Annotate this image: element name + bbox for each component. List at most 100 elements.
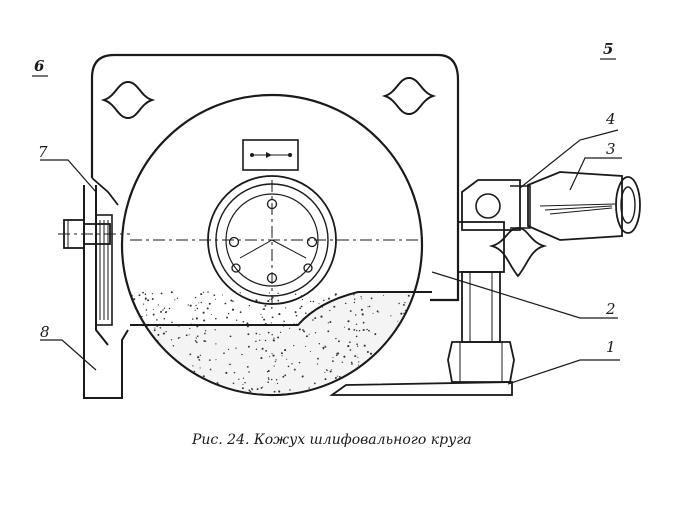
guard-lower-edge	[130, 291, 432, 326]
stipple-dot	[148, 372, 151, 374]
stipple-dot	[347, 328, 351, 331]
stipple-dot	[282, 375, 285, 378]
stipple-dot	[335, 337, 337, 340]
stipple-dot	[408, 371, 411, 375]
stipple-dot	[154, 345, 157, 347]
stipple-dot	[164, 311, 167, 314]
stipple-dot	[205, 393, 208, 394]
stipple-dot	[157, 333, 160, 336]
stipple-dot	[260, 313, 262, 315]
stipple-dot	[277, 299, 280, 302]
stipple-dot	[302, 329, 304, 331]
stipple-dot	[420, 300, 421, 303]
stipple-dot	[179, 336, 181, 338]
stipple-dot	[407, 361, 410, 364]
stipple-dot	[318, 303, 320, 305]
stipple-dot	[162, 309, 164, 311]
stipple-dot	[244, 381, 246, 384]
stipple-dot	[203, 319, 206, 322]
stipple-dot	[263, 308, 266, 310]
stipple-dot	[388, 351, 391, 354]
stipple-dot	[375, 356, 378, 359]
stipple-dot	[239, 311, 242, 314]
stipple-dot	[173, 365, 176, 367]
stipple-dot	[163, 317, 166, 320]
stipple-dot	[425, 344, 427, 346]
stipple-dot	[200, 387, 203, 390]
figure-caption: Рис. 24. Кожух шлифовального круга	[191, 432, 472, 448]
stipple-dot	[281, 355, 283, 357]
stipple-dot	[426, 361, 428, 363]
clover-boss-right	[381, 76, 437, 116]
stipple-dot	[124, 378, 127, 381]
stipple-dot	[289, 327, 291, 329]
stipple-dot	[189, 353, 192, 356]
stipple-dot	[329, 309, 331, 312]
tightening-handle	[527, 171, 641, 241]
stipple-dot	[354, 314, 357, 316]
stipple-dot	[325, 368, 327, 371]
stipple-dot	[322, 346, 325, 349]
stipple-dot	[405, 397, 406, 398]
stipple-dot	[356, 329, 358, 332]
stipple-dot	[269, 356, 271, 358]
stipple-dot	[393, 343, 395, 345]
stipple-dot	[270, 307, 273, 309]
adjusting-column	[447, 221, 515, 383]
stipple-dot	[255, 332, 258, 335]
stipple-dot	[295, 314, 298, 317]
side-cover-section	[83, 185, 129, 399]
stipple-dot	[300, 305, 303, 308]
stipple-dot	[189, 327, 191, 330]
stipple-dot	[324, 345, 326, 347]
stipple-dot	[171, 378, 174, 381]
stipple-dot	[374, 333, 377, 336]
stipple-dot	[135, 388, 137, 390]
stipple-dot	[289, 389, 291, 391]
stipple-dot	[417, 339, 419, 342]
stipple-dot	[309, 350, 311, 352]
tool-rest	[329, 381, 513, 396]
stipple-dot	[227, 399, 229, 401]
stipple-dot	[364, 369, 366, 371]
stipple-dot	[407, 294, 410, 297]
stipple-dot	[165, 330, 167, 333]
stipple-dot	[324, 387, 326, 389]
stipple-dot	[225, 371, 228, 374]
stipple-dot	[413, 324, 416, 327]
stipple-dot	[127, 314, 129, 317]
stipple-dot	[199, 367, 201, 369]
stipple-dot	[298, 361, 301, 364]
stipple-dot	[388, 363, 390, 365]
stipple-dot	[408, 364, 410, 366]
stipple-dot	[409, 318, 412, 321]
stipple-dot	[194, 309, 196, 311]
stipple-dot	[335, 354, 338, 357]
stipple-dot	[126, 400, 127, 401]
stipple-dot	[134, 394, 136, 396]
stipple-dot	[260, 387, 263, 389]
stipple-dot	[352, 390, 355, 393]
stipple-dot	[353, 298, 356, 301]
stipple-dot	[231, 308, 235, 311]
stipple-dot	[409, 398, 410, 399]
stipple-dot	[168, 357, 170, 360]
stipple-dot	[356, 343, 358, 346]
stipple-dot	[312, 300, 315, 303]
stipple-dot	[160, 310, 162, 313]
stipple-dot	[349, 349, 352, 351]
stipple-dot	[270, 378, 273, 381]
stipple-dot	[238, 378, 240, 380]
stipple-dot	[126, 307, 129, 310]
stipple-dot	[267, 300, 270, 303]
stipple-dot	[293, 368, 296, 371]
stipple-dot	[171, 321, 173, 324]
stipple-dot	[336, 375, 338, 377]
stipple-dot	[204, 330, 207, 332]
stipple-dot	[203, 340, 206, 342]
stipple-dot	[362, 328, 365, 332]
stipple-dot	[283, 326, 285, 328]
stipple-dot	[195, 341, 198, 344]
callout-4: 4	[605, 110, 616, 128]
stipple-dot	[162, 373, 165, 376]
